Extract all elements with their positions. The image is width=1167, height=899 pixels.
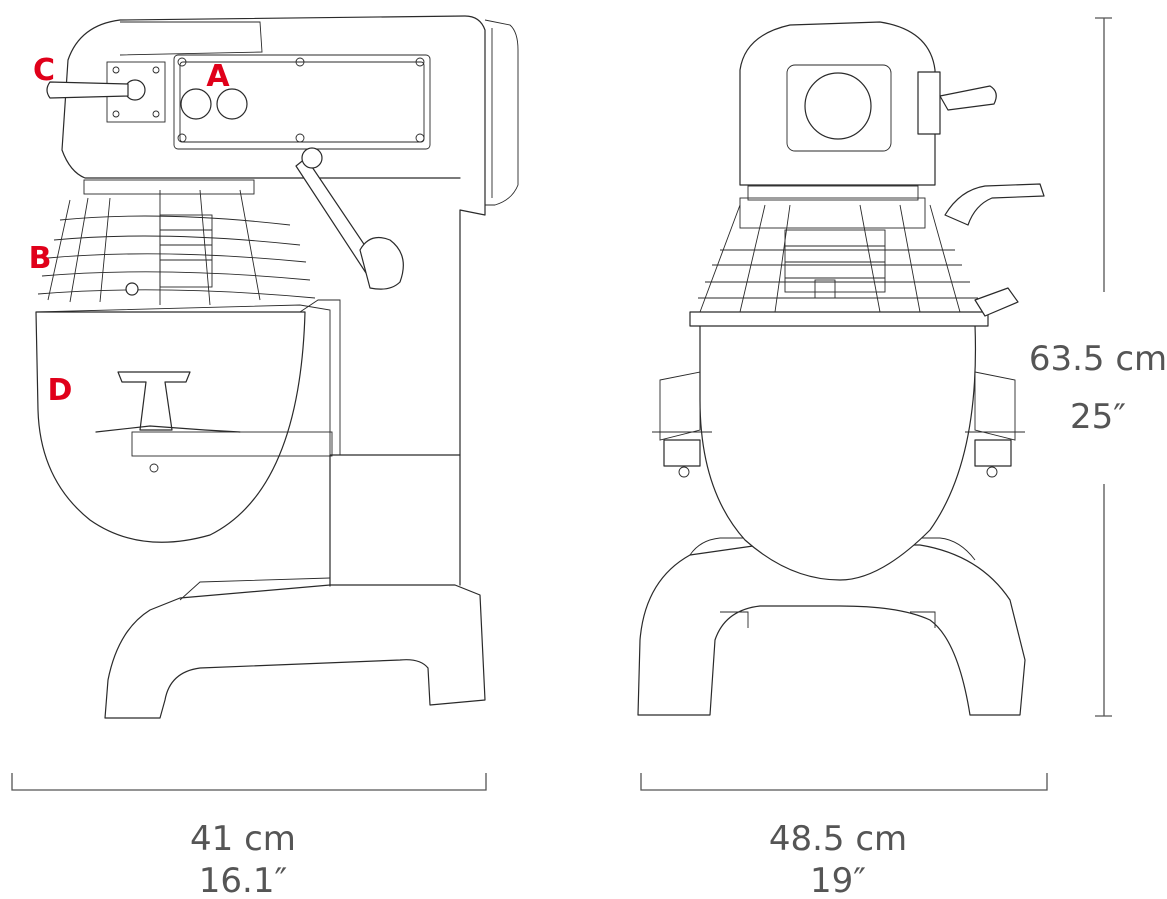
callout-a: A <box>206 59 230 94</box>
height-imperial: 25″ <box>1070 397 1126 437</box>
front-view <box>637 21 1045 716</box>
front-width-metric: 48.5 cm <box>769 819 907 859</box>
callout-b: B <box>29 241 52 276</box>
dimension-lines <box>11 17 1112 791</box>
side-width-imperial: 16.1″ <box>199 861 287 899</box>
callout-d: D <box>48 373 73 408</box>
front-width-imperial: 19″ <box>810 861 866 899</box>
side-view <box>35 15 519 719</box>
callout-c: C <box>33 53 55 88</box>
height-metric: 63.5 cm <box>1029 339 1167 379</box>
side-width-metric: 41 cm <box>190 819 296 859</box>
